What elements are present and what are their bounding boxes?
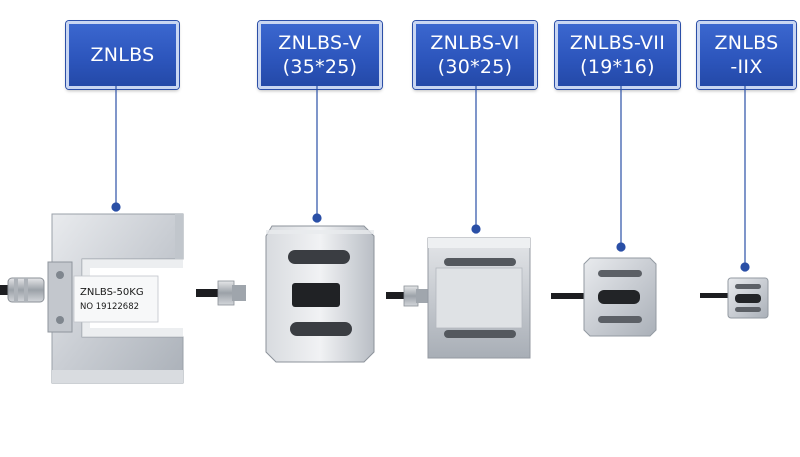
label-znlbs-vi-line2: (30*25) (437, 56, 513, 78)
connector-dot-znlbs-vii (616, 242, 626, 252)
label-znlbs-vii: ZNLBS-VII (19*16) (555, 21, 680, 89)
load-cell-znlbs-vii (551, 257, 657, 337)
label-znlbs: ZNLBS (66, 21, 179, 89)
label-znlbs-iix-line2: -IIX (730, 56, 763, 78)
connector-lines (111, 86, 750, 272)
load-cell-znlbs (0, 213, 184, 384)
label-znlbs-iix-line1: ZNLBS (714, 32, 779, 54)
label-znlbs-vii-line1: ZNLBS-VII (569, 32, 666, 54)
connector-dot-znlbs-vi (471, 224, 481, 234)
label-znlbs-vi-line1: ZNLBS-VI (430, 32, 520, 54)
connector-dot-znlbs-iix (740, 262, 750, 272)
sticker-model-text: ZNLBS-50KG (80, 287, 144, 298)
load-cell-znlbs-vi (386, 237, 531, 359)
sticker-serial-text: NO 19122682 (80, 302, 139, 312)
connector-dot-znlbs-v (312, 213, 322, 223)
label-znlbs-v: ZNLBS-V (35*25) (258, 21, 382, 89)
load-cell-znlbs-v (196, 225, 375, 363)
connector-dot-znlbs (111, 202, 121, 212)
label-znlbs-vii-line2: (19*16) (580, 56, 655, 78)
label-znlbs-iix: ZNLBS -IIX (697, 21, 796, 89)
label-znlbs-line1: ZNLBS (90, 44, 155, 66)
load-cell-znlbs-iix (700, 277, 769, 319)
label-znlbs-v-line1: ZNLBS-V (278, 32, 362, 54)
label-znlbs-v-line2: (35*25) (282, 56, 358, 78)
label-znlbs-vi: ZNLBS-VI (30*25) (413, 21, 537, 89)
